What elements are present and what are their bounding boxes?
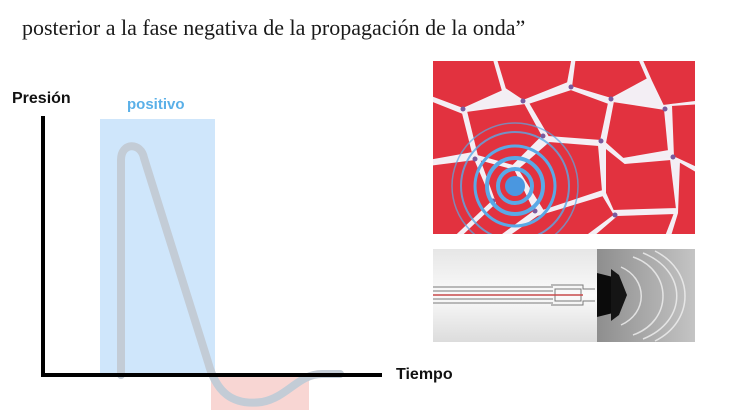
shockwave-device-image bbox=[433, 249, 695, 342]
positive-region-label: positivo bbox=[127, 96, 185, 113]
y-axis-label: Presión bbox=[12, 90, 71, 107]
pressure-wave-curve bbox=[117, 142, 344, 407]
wave-rings-icon bbox=[451, 122, 579, 234]
muscle-tissue-image bbox=[433, 61, 695, 234]
x-axis-label: Tiempo bbox=[396, 366, 453, 383]
wave-source-icon bbox=[505, 176, 525, 196]
headline-line: posterior a la fase negativa de la propa… bbox=[22, 15, 526, 40]
slide-headline: … posterior a la fase negativa de la pro… bbox=[22, 0, 742, 41]
